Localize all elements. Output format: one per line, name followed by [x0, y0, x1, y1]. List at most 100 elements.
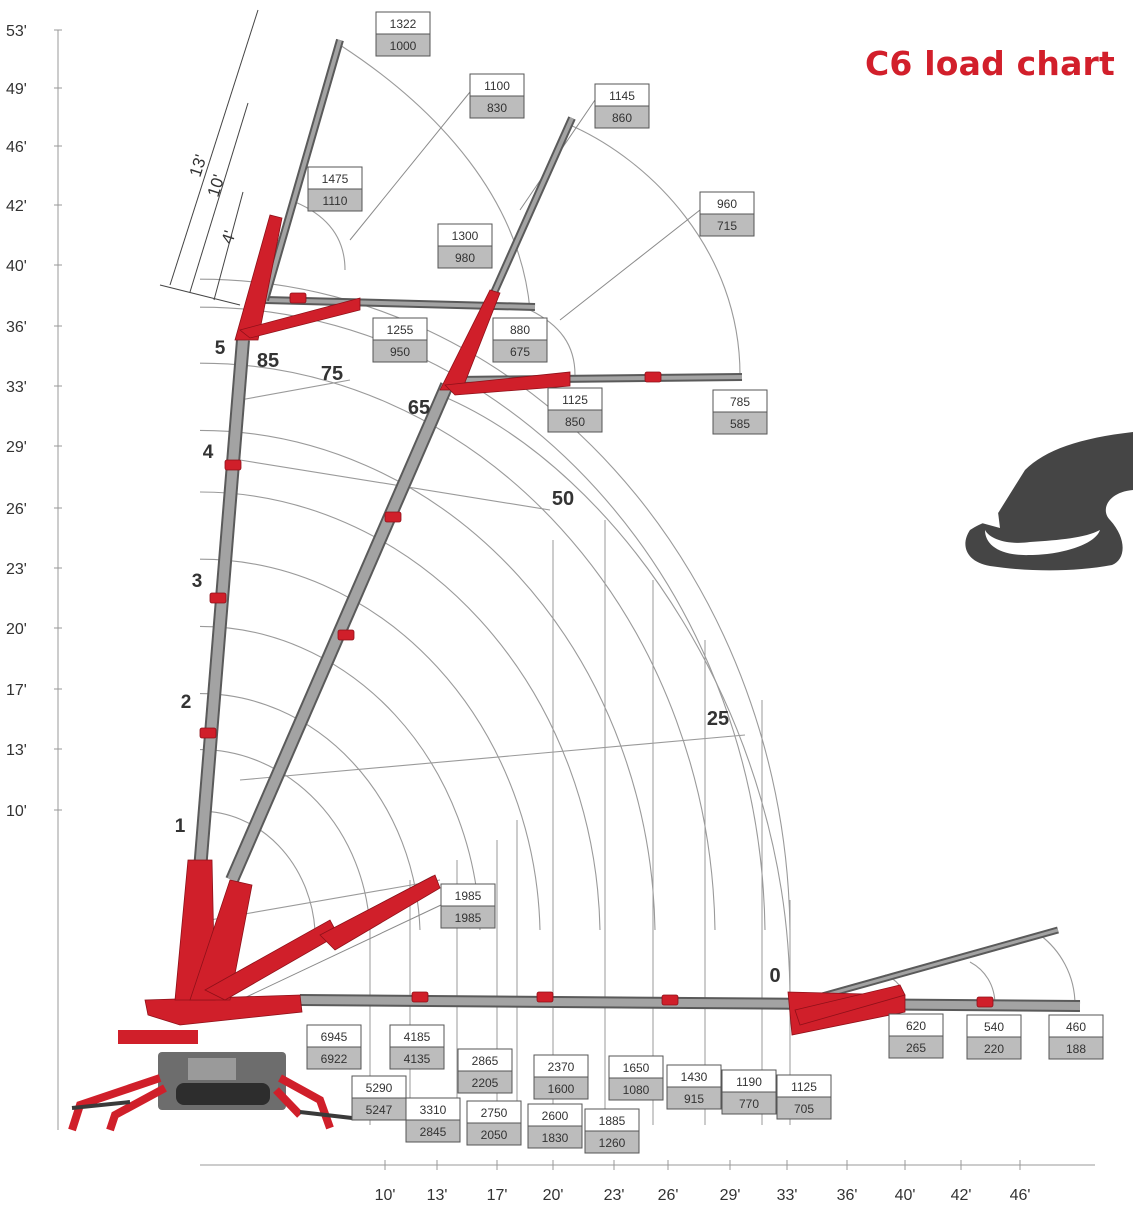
- y-tick-label: 23': [6, 561, 27, 578]
- dimension-line: [213, 191, 244, 301]
- load-box-bottom: [966, 1036, 1022, 1060]
- radius-arc: [199, 491, 601, 931]
- y-tick-label: 36': [6, 319, 27, 336]
- x-tick-label: 46': [1010, 1187, 1031, 1204]
- jib-0-raised-highlight: [789, 928, 1059, 1007]
- load-value-bottom: 770: [739, 1097, 759, 1111]
- x-tick-label: 42': [951, 1187, 972, 1204]
- leader-line: [349, 91, 471, 241]
- boom-angle-label: 0: [769, 965, 780, 987]
- load-value-bottom: 1260: [599, 1136, 626, 1150]
- load-box-bottom: [437, 245, 493, 269]
- load-value-top: 960: [717, 197, 737, 211]
- load-value-top: 5290: [366, 1081, 393, 1095]
- y-tick-label: 29': [6, 439, 27, 456]
- load-box-bottom: [405, 1119, 461, 1143]
- x-tick-label: 17': [487, 1187, 508, 1204]
- boom-joint: [976, 996, 994, 1008]
- axes: 53'49'46'42'40'36'33'29'26'23'20'17'13'1…: [6, 23, 1095, 1204]
- boom-joint: [209, 592, 227, 604]
- load-box-bottom: [584, 1130, 640, 1154]
- y-tick-label: 20': [6, 621, 27, 638]
- boom-section-label: 4: [203, 442, 214, 463]
- load-value-top: 2865: [472, 1054, 499, 1068]
- load-value-top: 620: [906, 1019, 926, 1033]
- load-box-bottom: [492, 339, 548, 363]
- horizontal-jib-arc: [1039, 934, 1076, 1006]
- load-value-bottom: 675: [510, 345, 530, 359]
- dimension-base-line: [159, 284, 241, 306]
- load-value-bottom: 705: [794, 1102, 814, 1116]
- turret: [118, 1030, 198, 1044]
- x-tick-label: 23': [604, 1187, 625, 1204]
- load-box-bottom: [699, 213, 755, 237]
- load-value-top: 1145: [609, 89, 635, 103]
- load-value-bottom: 188: [1066, 1042, 1086, 1056]
- load-value-bottom: 1600: [548, 1082, 575, 1096]
- load-box-bottom: [533, 1076, 589, 1100]
- load-box-bottom: [389, 1046, 445, 1070]
- load-value-bottom: 1110: [323, 194, 348, 208]
- crane-drawing: [68, 38, 1081, 1132]
- crane-base: [68, 1030, 353, 1132]
- y-tick-label: 53': [6, 23, 27, 40]
- load-value-bottom: 850: [565, 415, 585, 429]
- jib-arc-small-2: [529, 309, 576, 376]
- load-box-bottom: [469, 95, 525, 119]
- dimension-line: [169, 9, 259, 286]
- angle-ray: [239, 734, 746, 781]
- load-box: 2370 1600: [533, 1054, 589, 1100]
- x-tick-label: 40': [895, 1187, 916, 1204]
- load-value-bottom: 980: [455, 251, 475, 265]
- sling-icon: [965, 432, 1133, 571]
- load-value-bottom: 2050: [481, 1128, 508, 1142]
- x-axis-labels: 10'13'17'20'23'26'29'33'36'40'42'46': [375, 1160, 1031, 1204]
- radius-arc: [199, 362, 716, 931]
- load-value-bottom: 4135: [404, 1052, 431, 1066]
- load-value-bottom: 715: [717, 219, 737, 233]
- load-value-bottom: 6922: [321, 1052, 348, 1066]
- load-value-top: 2370: [548, 1060, 575, 1074]
- load-value-top: 1300: [452, 229, 479, 243]
- leader-line: [239, 904, 442, 1001]
- y-tick-label: 10': [6, 803, 27, 820]
- boom-joint: [199, 727, 217, 739]
- boom-red-segment: [239, 297, 361, 339]
- x-tick-label: 10': [375, 1187, 396, 1204]
- load-value-bottom: 1080: [623, 1083, 650, 1097]
- load-value-bottom: 830: [487, 101, 507, 115]
- load-value-bottom: 1830: [542, 1131, 569, 1145]
- radius-arc: [199, 693, 421, 931]
- load-box-bottom: [1048, 1036, 1104, 1060]
- radius-arc: [199, 429, 656, 931]
- load-value-bottom: 220: [984, 1042, 1004, 1056]
- load-box-bottom: [888, 1035, 944, 1059]
- radius-arc: [199, 306, 766, 931]
- load-box-bottom: [306, 1046, 362, 1070]
- boom-red-segment: [319, 874, 441, 951]
- boom-joint: [289, 292, 307, 304]
- boom-joint: [536, 991, 554, 1003]
- x-tick-label: 29': [720, 1187, 741, 1204]
- boom-85-highlight: [195, 339, 248, 871]
- box-leader-lines: [239, 91, 701, 1001]
- radius-arc: [199, 278, 791, 931]
- radius-arc: [199, 558, 541, 931]
- boom-joint: [384, 511, 402, 523]
- y-tick-label: 13': [6, 742, 27, 759]
- y-tick-label: 17': [6, 682, 27, 699]
- y-tick-label: 40': [6, 258, 27, 275]
- load-box-bottom: [712, 411, 768, 435]
